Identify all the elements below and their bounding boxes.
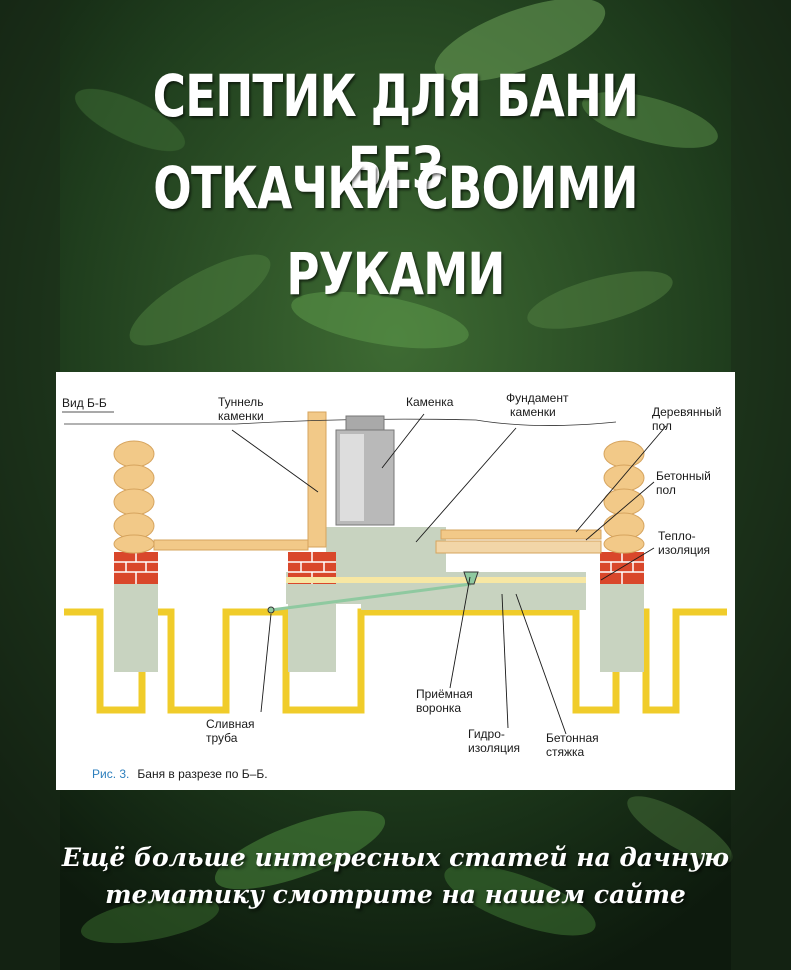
view-label: Вид Б-Б <box>62 396 107 410</box>
label-concrete-floor-2: пол <box>656 483 676 497</box>
footer-line-1: Ещё больше интересных статей на дачную <box>61 843 730 872</box>
label-foundation-1: Фундамент <box>506 391 569 405</box>
leader-lines <box>231 413 667 735</box>
label-foundation-2: каменки <box>510 405 556 419</box>
label-screed-2: стяжка <box>546 745 585 759</box>
label-insulation-1: Тепло- <box>658 529 696 543</box>
wood-floor-right <box>440 529 602 540</box>
label-funnel-2: воронка <box>416 701 461 715</box>
label-insulation-2: изоляция <box>658 543 710 557</box>
drain-pipe <box>270 582 472 612</box>
bathhouse-cross-section-diagram: Вид Б-Б Туннель каменки Каменка Фундамен… <box>62 391 727 782</box>
log-wall-left <box>113 440 155 554</box>
log-wall-tunnel <box>307 411 327 548</box>
label-drain-2: труба <box>206 731 238 745</box>
stove-foundation <box>326 527 446 577</box>
label-concrete-floor-1: Бетонный <box>656 469 711 483</box>
ceiling-line <box>64 418 617 426</box>
pillar-right <box>600 552 644 672</box>
label-screed-1: Бетонная <box>546 731 599 745</box>
insulation-layer <box>286 577 586 583</box>
caption-text: Баня в разрезе по Б–Б. <box>137 767 267 781</box>
drain-pipe-end <box>267 606 275 614</box>
label-tunnel-1: Туннель <box>218 395 263 409</box>
pillar-left <box>114 552 158 672</box>
label-wood-floor-2: пол <box>652 419 672 433</box>
title-line-3: РУКАМИ <box>286 240 505 308</box>
wood-floor-left <box>153 539 309 551</box>
log-wall-right <box>603 440 645 554</box>
title-line-2: ОТКАЧКИ СВОИМИ <box>153 154 638 222</box>
label-tunnel-2: каменки <box>218 409 264 423</box>
label-funnel-1: Приёмная <box>416 687 473 701</box>
figure-caption: Рис. 3. Баня в разрезе по Б–Б. <box>92 765 268 782</box>
receiving-funnel <box>463 571 479 585</box>
title-line-1: СЕПТИК ДЛЯ БАНИ БЕЗ <box>152 62 639 202</box>
concrete-floor-right <box>435 540 602 554</box>
label-drain-1: Сливная <box>206 717 255 731</box>
caption-number: Рис. 3. <box>92 767 129 781</box>
label-stove: Каменка <box>406 395 454 409</box>
label-wood-floor-1: Деревянный <box>652 405 721 419</box>
label-waterproof-2: изоляция <box>468 741 520 755</box>
pillar-middle <box>288 552 336 672</box>
footer-line-2: тематику смотрите на нашем сайте <box>105 880 686 909</box>
stove <box>335 415 395 526</box>
label-waterproof-1: Гидро- <box>468 727 505 741</box>
